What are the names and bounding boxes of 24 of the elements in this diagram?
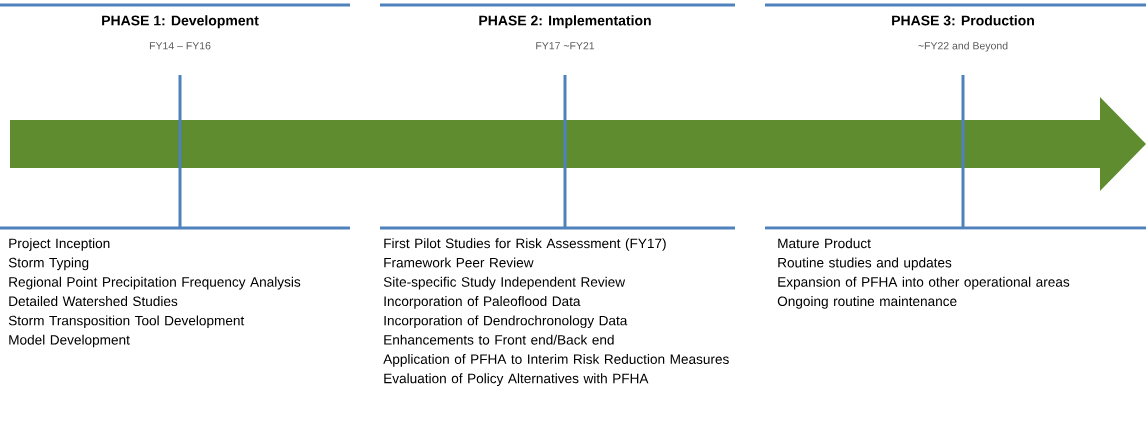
list-item: Model Development xyxy=(9,334,130,348)
list-item: Application of PFHA to Interim Risk Reduction Measures xyxy=(383,354,729,367)
date-range: FY14 – FY16 xyxy=(149,42,211,50)
date-range: ~FY22 and Beyond xyxy=(918,41,1008,52)
list-item: Site-specific Study Independent Review xyxy=(383,276,626,290)
list-item: Detailed Watershed Studies xyxy=(9,296,178,307)
list-item: Storm Transposition Tool Development xyxy=(8,315,245,329)
list-item: Routine studies and updates xyxy=(778,257,952,271)
list-item: Incorporation of Paleoflood Data xyxy=(384,296,581,309)
list-item: Storm Typing xyxy=(8,257,89,271)
list-item: Enhancements to Front end/Back end xyxy=(384,334,614,345)
list-item: Project Inception xyxy=(9,238,110,251)
list-item: Evaluation of Policy Alternatives with PFHA xyxy=(384,373,649,386)
phase-title: PHASE 1: Development xyxy=(102,15,259,29)
phase-title: PHASE 3: Production xyxy=(892,15,1034,26)
list-item: Incorporation of Dendrochronology Data xyxy=(384,315,628,329)
date-range: FY17 ~FY21 xyxy=(536,42,595,50)
list-item: Framework Peer Review xyxy=(384,257,534,268)
list-item: First Pilot Studies for Risk Assessment (FY17) xyxy=(384,238,666,251)
list-item: Mature Product xyxy=(778,238,871,249)
list-item: Expansion of PFHA into other operational areas xyxy=(778,276,1070,290)
list-item: Ongoing routine maintenance xyxy=(777,296,957,309)
phase-title: PHASE 2: Implementation xyxy=(479,15,651,29)
list-item: Regional Point Precipitation Frequency Analysis xyxy=(9,276,301,290)
